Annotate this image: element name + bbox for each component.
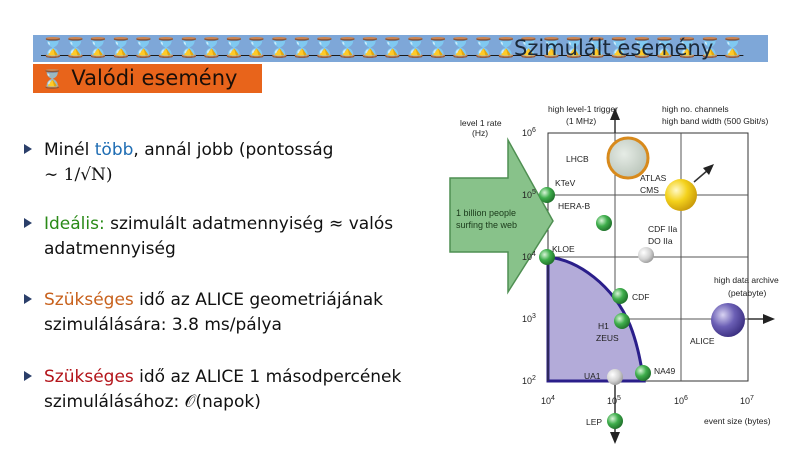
svg-text:105: 105 bbox=[522, 189, 536, 200]
channels-label-2: high band width (500 Gbit/s) bbox=[662, 116, 768, 126]
y-axis-label-2: (Hz) bbox=[472, 128, 488, 138]
bullet-text: Minél bbox=[44, 140, 95, 160]
bullet-text: idő az ALICE 1 másodpercének bbox=[133, 367, 402, 387]
x-axis-label: event size (bytes) bbox=[704, 416, 771, 426]
bullet-highlight: Ideális: bbox=[44, 214, 105, 234]
hourglass-icon: ⌛ bbox=[41, 69, 64, 90]
bullet-text: , annál jobb (pontosság bbox=[133, 140, 334, 160]
point-lhcb bbox=[606, 136, 650, 180]
svg-text:105: 105 bbox=[607, 395, 621, 406]
label-cdf: CDF bbox=[632, 292, 649, 302]
label-ktev: KTeV bbox=[555, 178, 576, 188]
label-h1: H1 bbox=[598, 321, 609, 331]
svg-text:103: 103 bbox=[522, 313, 536, 324]
point-kloe bbox=[539, 249, 555, 265]
point-cdf bbox=[612, 288, 628, 304]
label-lep: LEP bbox=[586, 417, 602, 427]
experiment-rate-chart: 1 billion people surfing the web 106 105… bbox=[449, 104, 779, 444]
channels-label-1: high no. channels bbox=[662, 104, 729, 114]
label-alice: ALICE bbox=[690, 336, 715, 346]
point-hera-b bbox=[596, 215, 612, 231]
label-hera-b: HERA-B bbox=[558, 201, 590, 211]
label-lhcb: LHCB bbox=[566, 154, 589, 164]
point-na49 bbox=[635, 365, 651, 381]
atlas-arrow-icon bbox=[703, 164, 714, 175]
real-event-title: Valódi esemény bbox=[71, 66, 238, 90]
bullet-line2: szimulálására: 3.8 ms/pálya bbox=[44, 315, 282, 335]
label-zeus: ZEUS bbox=[596, 333, 619, 343]
bullet-line2: ∼ 1/√N) bbox=[44, 165, 113, 185]
label-atlas: ATLAS bbox=[640, 173, 667, 183]
point-lep bbox=[607, 413, 623, 429]
real-event-bar bbox=[33, 64, 262, 93]
bullet-line2: szimulálásához: 𝒪(napok) bbox=[44, 392, 261, 412]
svg-text:106: 106 bbox=[674, 395, 688, 406]
trigger-label-1: high level-1 trigger bbox=[548, 104, 618, 114]
point-atlas-cms bbox=[665, 179, 697, 211]
hourglass-row-icons: ⌛⌛⌛⌛⌛⌛⌛⌛⌛⌛⌛⌛⌛⌛⌛⌛⌛⌛⌛⌛⌛⌛⌛⌛⌛⌛⌛⌛⌛⌛⌛ bbox=[41, 37, 744, 59]
web-arrow-text-2: surfing the web bbox=[456, 220, 517, 230]
bullet-triangle-icon bbox=[24, 294, 32, 304]
y-tick-labels: 106 105 104 103 102 bbox=[522, 127, 536, 386]
archive-arrow-icon bbox=[763, 314, 775, 324]
label-d0-iia: DO IIa bbox=[648, 236, 673, 246]
trigger-label-2: (1 MHz) bbox=[566, 116, 596, 126]
archive-label-1: high data archive bbox=[714, 275, 779, 285]
lep-arrow-icon bbox=[610, 432, 620, 444]
label-cms: CMS bbox=[640, 185, 659, 195]
archive-label-2: (petabyte) bbox=[728, 288, 766, 298]
svg-text:104: 104 bbox=[522, 251, 536, 262]
bullet-text: szimulált adatmennyiség ≈ valós bbox=[104, 214, 394, 234]
bullet-highlight: Szükséges bbox=[44, 290, 134, 310]
svg-text:106: 106 bbox=[522, 127, 536, 138]
web-arrow-shape bbox=[449, 137, 554, 295]
point-h1-zeus bbox=[614, 313, 630, 329]
atlas-arrow-line bbox=[693, 169, 709, 183]
bullet-highlight: Szükséges bbox=[44, 367, 134, 387]
label-ua1: UA1 bbox=[584, 371, 601, 381]
web-arrow-text-1: 1 billion people bbox=[456, 208, 516, 218]
bullet-highlight: több bbox=[94, 140, 134, 160]
point-cdf-iia bbox=[638, 247, 654, 263]
label-na49: NA49 bbox=[654, 366, 676, 376]
label-kloe: KLOE bbox=[552, 244, 575, 254]
point-ktev bbox=[539, 187, 555, 203]
svg-text:104: 104 bbox=[541, 395, 555, 406]
svg-text:102: 102 bbox=[522, 375, 536, 386]
point-labels: LHCB ATLAS CMS KTeV HERA-B KLOE CDF IIa … bbox=[552, 154, 715, 427]
x-tick-labels: 104 105 106 107 bbox=[541, 395, 754, 406]
y-axis-label-1: level 1 rate bbox=[460, 118, 502, 128]
trigger-arrow-icon bbox=[610, 108, 620, 120]
simulated-event-title: Szimulált esemény bbox=[514, 36, 714, 60]
simulated-event-bar bbox=[33, 35, 768, 62]
svg-text:107: 107 bbox=[740, 395, 754, 406]
chart-points bbox=[539, 136, 745, 429]
bullet-triangle-icon bbox=[24, 144, 32, 154]
real-event-label: ⌛ Valódi esemény bbox=[41, 64, 237, 94]
bullet-triangle-icon bbox=[24, 218, 32, 228]
point-alice bbox=[711, 303, 745, 337]
point-ua1 bbox=[607, 369, 623, 385]
bullet-line2: adatmennyiség bbox=[44, 239, 176, 259]
label-cdf-iia: CDF IIa bbox=[648, 224, 678, 234]
bullet-triangle-icon bbox=[24, 371, 32, 381]
bullet-text: idő az ALICE geometriájának bbox=[133, 290, 384, 310]
